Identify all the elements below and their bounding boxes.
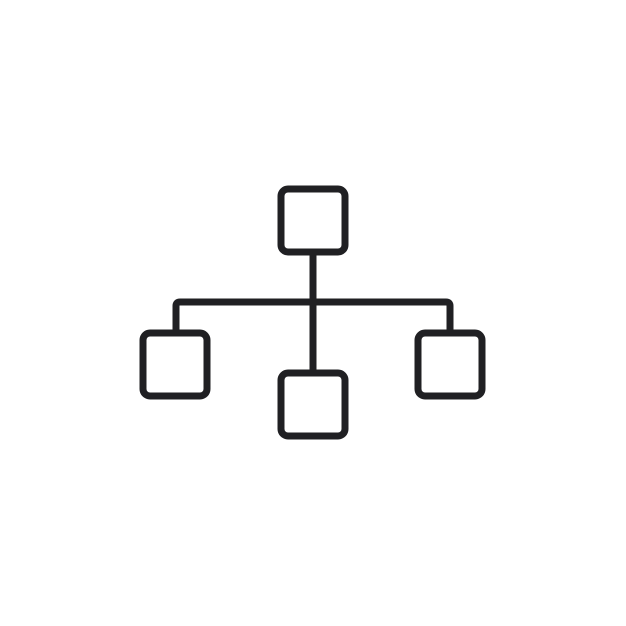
- node-right: [414, 329, 486, 400]
- node-center: [277, 369, 349, 440]
- node-left: [139, 329, 211, 400]
- node-root: [277, 185, 349, 256]
